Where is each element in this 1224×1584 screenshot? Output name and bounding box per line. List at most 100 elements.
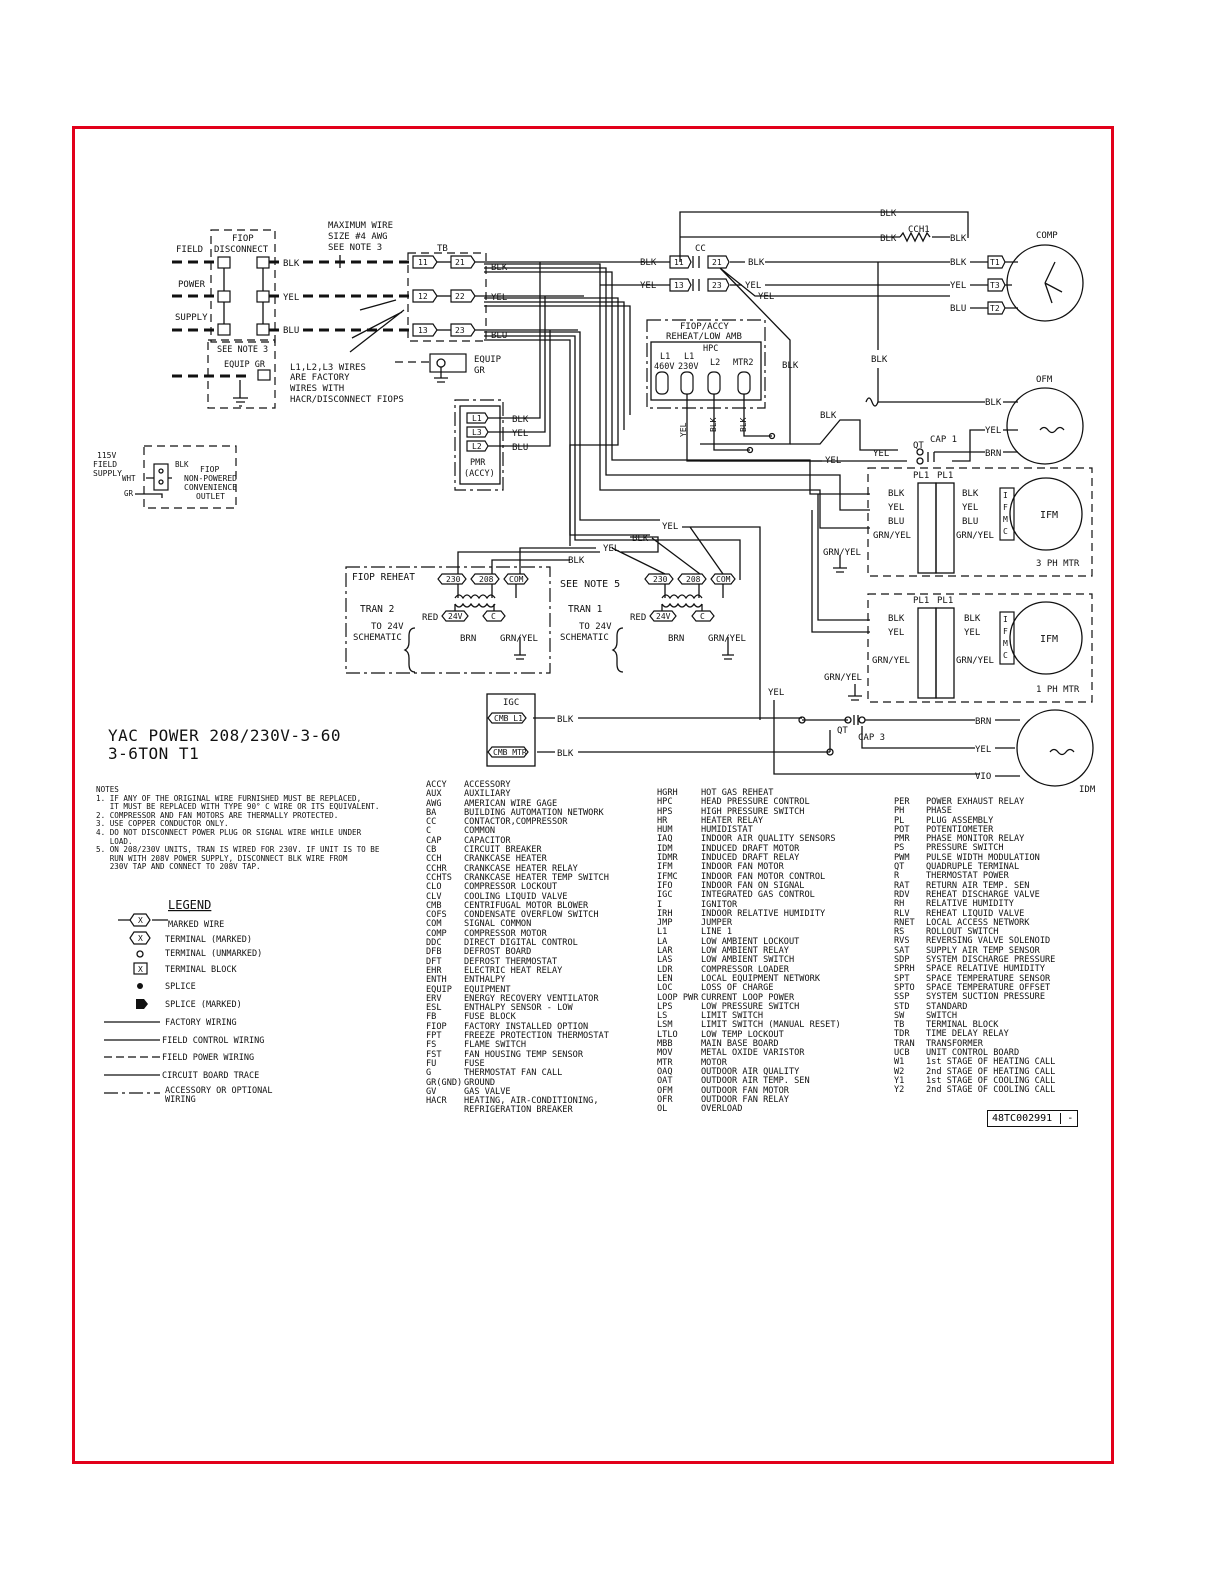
abbreviation-meaning: INDOOR AIR QUALITY SENSORS — [701, 834, 836, 845]
svg-text:L1: L1 — [660, 352, 670, 362]
svg-text:FIELD CONTROL WIRING: FIELD CONTROL WIRING — [162, 1036, 264, 1046]
abbreviation-meaning: LINE 1 — [701, 927, 733, 938]
svg-text:WHT: WHT — [122, 474, 136, 483]
svg-text:BLK: BLK — [880, 234, 897, 244]
abbreviation-code: L1 — [657, 927, 668, 938]
abbreviation-code: W1 — [894, 1057, 905, 1068]
abbreviation-meaning: LOW AMBIENT SWITCH — [701, 955, 795, 966]
svg-text:BLK: BLK — [950, 234, 967, 244]
svg-text:YEL: YEL — [603, 544, 619, 554]
abbreviation-code: LTLO — [657, 1029, 678, 1040]
page-border-frame — [72, 126, 1114, 1464]
abbreviation-code: OL — [657, 1104, 668, 1115]
svg-text:YEL: YEL — [975, 745, 991, 755]
abbreviation-meaning: THERMOSTAT FAN CALL — [464, 1068, 563, 1079]
svg-text:X: X — [138, 916, 143, 925]
abbreviation-meaning: CONDENSATE OVERFLOW SWITCH — [464, 910, 599, 921]
abbreviation-code: BA — [426, 807, 437, 818]
svg-text:SIZE #4 AWG: SIZE #4 AWG — [328, 232, 388, 242]
svg-text:EQUIP: EQUIP — [474, 355, 502, 365]
svg-text:ACCESSORY OR OPTIONAL: ACCESSORY OR OPTIONAL — [165, 1086, 272, 1096]
abbreviation-code: LDR — [657, 964, 673, 975]
abbreviation-meaning: CIRCUIT BREAKER — [464, 845, 542, 856]
outdoor-fan-motor-icon — [1006, 387, 1084, 465]
abbreviation-meaning: MOTOR — [701, 1057, 727, 1068]
svg-text:FIOP REHEAT: FIOP REHEAT — [352, 572, 415, 583]
abbreviation-code: RDV — [894, 889, 910, 900]
abbreviation-meaning: FUSE BLOCK — [464, 1012, 516, 1023]
svg-text:OUTLET: OUTLET — [196, 492, 225, 501]
abbreviation-meaning: TIME DELAY RELAY — [926, 1029, 1009, 1040]
svg-text:CMB L1: CMB L1 — [494, 714, 523, 723]
abbreviation-meaning: SPACE RELATIVE HUMIDITY — [926, 964, 1045, 975]
ifm-3ph-box: PL1 PL1 BLK YEL BLU GRN/YEL BLK YEL BLU … — [867, 467, 1093, 577]
svg-text:C: C — [700, 612, 705, 621]
abbreviation-code: W2 — [894, 1066, 905, 1077]
svg-text:YEL: YEL — [888, 628, 904, 638]
abbreviation-code: IDMR — [657, 853, 678, 864]
abbreviation-code: RLV — [894, 908, 910, 919]
abbreviation-code: IRH — [657, 908, 673, 919]
abbreviation-code: IGC — [657, 890, 673, 901]
field-disconnect: FIOP DISCONNECT — [210, 229, 276, 343]
svg-text:GRN/YEL: GRN/YEL — [873, 531, 911, 541]
svg-text:230: 230 — [653, 575, 668, 584]
svg-text:(ACCY): (ACCY) — [464, 469, 495, 479]
svg-text:I: I — [1003, 615, 1008, 624]
svg-text:MAXIMUM WIRE: MAXIMUM WIRE — [328, 221, 393, 231]
svg-text:TRAN 1: TRAN 1 — [568, 604, 603, 615]
abbreviation-row: LAS LOW AMBIENT SWITCH — [657, 955, 841, 966]
indoor-fan-motor-1ph-icon — [1009, 601, 1083, 675]
svg-text:WIRING: WIRING — [165, 1095, 196, 1105]
abbreviation-code: OAQ — [657, 1066, 673, 1077]
abbreviation-meaning: OVERLOAD — [701, 1104, 743, 1115]
abbreviation-code: CAP — [426, 835, 442, 846]
abbreviation-meaning: DEFROST BOARD — [464, 947, 532, 958]
svg-text:IFM: IFM — [1040, 634, 1058, 645]
svg-text:SPLICE (MARKED): SPLICE (MARKED) — [165, 1000, 242, 1010]
svg-text:BLK: BLK — [640, 258, 657, 268]
abbreviation-meaning: SUPPLY AIR TEMP SENSOR — [926, 945, 1040, 956]
abbreviation-code: AWG — [426, 798, 442, 809]
ifm-1ph-box: PL1 PL1 BLK YEL GRN/YEL BLK YEL GRN/YEL … — [867, 593, 1093, 703]
abbreviation-meaning: THERMOSTAT POWER — [926, 871, 1009, 882]
abbreviation-meaning: UNIT CONTROL BOARD — [926, 1048, 1020, 1059]
svg-text:LEGEND: LEGEND — [168, 898, 211, 912]
svg-text:11: 11 — [418, 258, 428, 267]
abbreviation-code: IFM — [657, 862, 673, 873]
abbreviation-meaning: RELATIVE HUMIDITY — [926, 899, 1014, 910]
svg-text:BLK: BLK — [782, 361, 799, 371]
terminal-block-tb: TB 11 12 13 21 22 23 — [407, 244, 487, 342]
svg-text:X: X — [138, 934, 143, 943]
abbreviation-meaning: FAN HOUSING TEMP SENSOR — [464, 1049, 583, 1060]
note-line: 230V TAP AND CONNECT TO 208V TAP. — [96, 862, 261, 872]
compressor-contactor: CC BLK YEL 11 13 21 23 — [640, 244, 730, 292]
abbreviation-code: LAS — [657, 955, 673, 966]
abbreviation-code: ACCY — [426, 780, 447, 790]
svg-text:13: 13 — [418, 326, 428, 335]
abbreviation-meaning: SIGNAL COMMON — [464, 919, 532, 930]
abbreviation-code: LSM — [657, 1020, 673, 1031]
abbreviation-meaning: ELECTRIC HEAT RELAY — [464, 965, 563, 976]
abbreviation-meaning: OUTDOOR AIR TEMP. SEN — [701, 1076, 810, 1087]
